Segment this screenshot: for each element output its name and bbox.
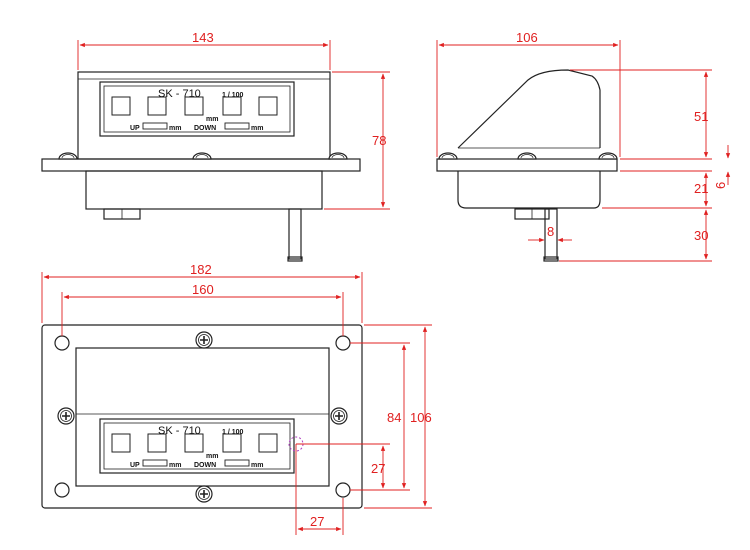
dim-panel-offset-vertical: 27 — [371, 461, 385, 476]
dim-side-shaft-length: 30 — [694, 228, 708, 243]
dim-shaft-diameter: 8 — [547, 224, 554, 239]
dome-screw-icon — [438, 152, 458, 160]
model-label: SK - 710 — [158, 88, 201, 100]
dim-panel-offset-horizontal: 27 — [310, 514, 324, 529]
dim-panel-outer-width: 182 — [190, 262, 212, 277]
unit-label: mm — [206, 453, 218, 460]
dim-side-flange-thickness: 6 — [713, 182, 728, 189]
screw-icon — [330, 407, 348, 425]
dome-screw-icon — [192, 152, 212, 160]
dome-screw-icon — [598, 152, 618, 160]
front-view: SK - 710 1 / 100 mm UP mm DOWN mm 143 78 — [41, 30, 390, 262]
unit-label: mm — [251, 462, 263, 469]
down-label: DOWN — [194, 462, 216, 469]
screw-icon — [195, 485, 213, 503]
dome-screw-icon — [517, 152, 537, 160]
unit-label: mm — [251, 125, 263, 132]
unit-label: mm — [169, 125, 181, 132]
unit-label: mm — [206, 116, 218, 123]
dim-panel-outer-height: 106 — [410, 410, 432, 425]
dome-screw-icon — [58, 152, 78, 160]
dim-side-top-height: 51 — [694, 109, 708, 124]
screw-icon — [195, 331, 213, 349]
dim-panel-hole-height: 84 — [387, 410, 401, 425]
up-label: UP — [130, 125, 140, 132]
dim-side-body-height: 21 — [694, 181, 708, 196]
up-label: UP — [130, 462, 140, 469]
dim-front-height: 78 — [372, 133, 386, 148]
unit-label: mm — [169, 462, 181, 469]
resolution-label: 1 / 100 — [222, 92, 244, 99]
down-label: DOWN — [194, 125, 216, 132]
model-label: SK - 710 — [158, 425, 201, 437]
dim-panel-hole-spacing: 160 — [192, 282, 214, 297]
side-view: 106 51 21 30 6 8 — [436, 30, 731, 262]
panel-view: SK - 710 1 / 100 mm UP mm DOWN mm 182 16… — [41, 262, 432, 535]
screw-icon — [57, 407, 75, 425]
dim-side-width: 106 — [516, 30, 538, 45]
dim-front-width: 143 — [192, 30, 214, 45]
resolution-label: 1 / 100 — [222, 429, 244, 436]
dome-screw-icon — [328, 152, 348, 160]
